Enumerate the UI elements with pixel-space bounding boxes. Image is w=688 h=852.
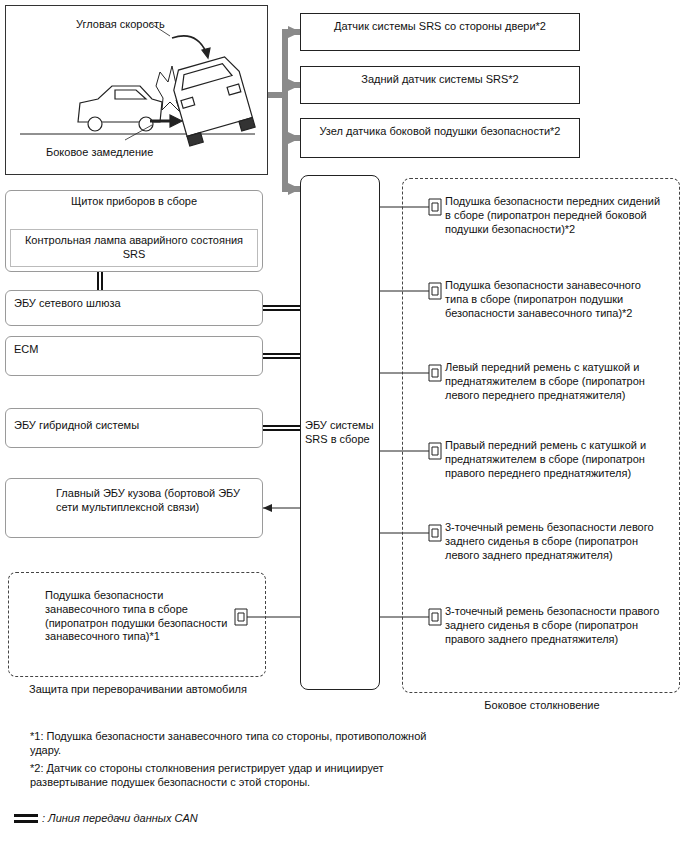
instrument-panel-box: Щиток приборов в сбореКонтрольная лампа … [5,190,263,272]
node-text: Правый передний ремень с катушкой и пред… [445,439,666,480]
can-bus-line [263,428,300,429]
squib-symbol [429,443,441,459]
illustration-frame: Угловая скоростьБоковое замедление [5,5,268,175]
side-collision-group: Боковое столкновениеПодушка безопасности… [402,178,680,693]
rollover-group: Защита при переворачивании автомобиляПод… [8,572,266,677]
squib-line [380,207,429,208]
can-bus-stroke [263,353,300,359]
srs-ecu-box: ЭБУ системы SRS в сборе [300,175,380,690]
signal-arrow [268,32,300,95]
node-text: Боковое замедление [46,146,153,160]
sensor-box: Датчик системы SRS со стороны двери*2 [300,13,580,51]
node-text: ЭБУ гибридной системы [14,419,254,433]
node-text: 3-точечный ремень безопасности правого з… [445,605,666,646]
node-text: Щиток приборов в сборе [14,195,254,209]
ecu-box: Главный ЭБУ кузова (бортовой ЭБУ сети му… [5,478,263,538]
sensor-box: Задний датчик системы SRS*2 [300,66,580,104]
node-text: Подушка безопасности передних сидений в … [445,195,666,236]
squib-symbol [235,609,247,625]
node-text: Контрольная лампа аварийного состояния S… [19,234,249,262]
node-text: Узел датчика боковой подушки безопасност… [309,125,571,139]
pretensioner-item: 3-точечный ремень безопасности левого за… [443,519,668,569]
node-text: Боковое столкновение [403,699,681,713]
node-text: Задний датчик системы SRS*2 [309,73,571,87]
squib-symbol [429,365,441,381]
squib-line [380,617,429,618]
footnote: *2: Датчик со стороны столкновения регис… [30,762,460,790]
squib-symbol [429,199,441,215]
can-bus-stroke [99,272,101,290]
can-bus-stroke [263,425,300,431]
node-text: ЭБУ системы SRS в сборе [305,419,375,447]
airbag-item: Подушка безопасности занавесочного типа … [443,277,668,327]
can-bus-stroke [263,305,300,311]
node-text: Подушка безопасности занавесочного типа … [445,279,666,320]
node-text: Защита при переворачивании автомобиля [9,683,267,697]
node-text: Главный ЭБУ кузова (бортовой ЭБУ сети му… [56,487,254,515]
pretensioner-item: 3-точечный ремень безопасности правого з… [443,603,668,653]
footnote: *1: Подушка безопасности занавесочного т… [30,730,450,758]
node-text: 3-точечный ремень безопасности левого за… [445,521,666,562]
pretensioner-item: Левый передний ремень с катушкой и предн… [443,359,668,409]
can-bus-stroke [263,355,300,357]
can-bus-line [263,308,300,309]
can-bus-stroke [263,427,300,429]
pretensioner-item: Правый передний ремень с катушкой и пред… [443,437,668,487]
squib-symbol [429,525,441,541]
legend-text: : Линия передачи данных CAN [42,812,198,826]
node-text: ECM [14,343,254,357]
squib-line [247,617,300,618]
node-text: Угловая скорость [76,18,165,32]
sensor-box: Узел датчика боковой подушки безопасност… [300,118,580,158]
squib-line [380,291,429,292]
airbag-item: Подушка безопасности передних сидений в … [443,193,668,243]
squib-line [380,533,429,534]
node-text: Левый передний ремень с катушкой и предн… [445,361,666,402]
squib-symbol [429,283,441,299]
can-bus-line [100,272,101,290]
can-bus-stroke [97,272,103,290]
node-text: Подушка безопасности занавесочного типа … [45,589,231,644]
can-line-sample [14,814,38,823]
ecu-box: ECM [5,336,263,376]
squib-line [380,373,429,374]
ecu-box: ЭБУ сетевого шлюза [5,290,263,326]
squib-symbol [429,609,441,625]
airbag-item: Подушка безопасности занавесочного типа … [43,587,233,647]
ecu-box: ЭБУ гибридной системы [5,408,263,448]
signal-line [263,508,300,509]
squib-line [380,451,429,452]
node-text: ЭБУ сетевого шлюза [14,297,254,311]
signal-arrow [268,95,300,189]
can-bus-stroke [263,307,300,309]
can-bus-line [263,356,300,357]
node-text: Датчик системы SRS со стороны двери*2 [309,20,571,34]
warning-lamp-box: Контрольная лампа аварийного состояния S… [10,229,258,267]
